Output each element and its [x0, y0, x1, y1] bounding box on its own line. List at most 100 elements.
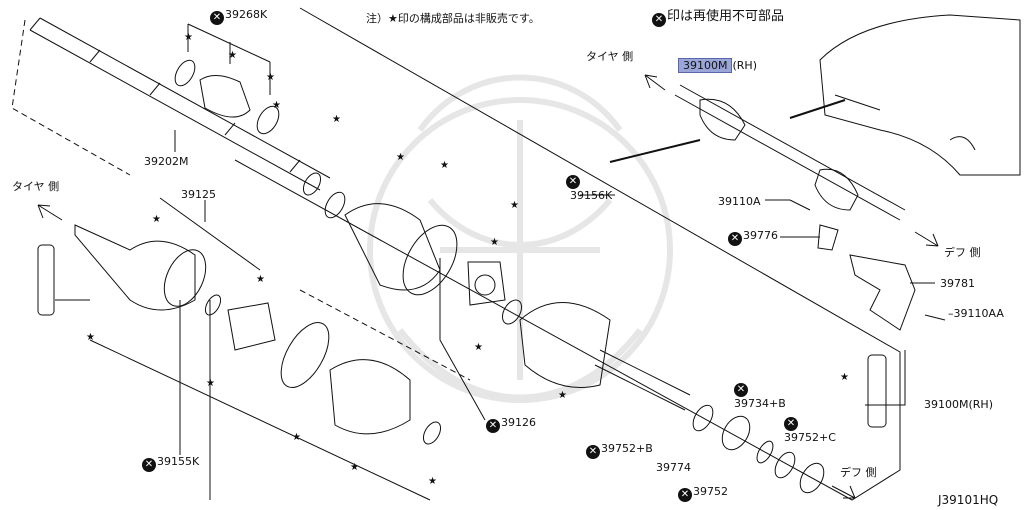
boot-large-upper [344, 203, 441, 291]
arrow-direction [609, 99, 846, 163]
svg-text:★: ★ [86, 332, 95, 343]
bracket-39781 [849, 254, 916, 331]
svg-text:★: ★ [184, 32, 193, 43]
leader-39155K [55, 299, 431, 501]
x-circle-icon: ✕ [728, 232, 742, 246]
svg-text:★: ★ [350, 462, 359, 473]
vehicle-outline [819, 14, 1021, 176]
part-label-39734B[interactable]: ✕39734+B [734, 383, 786, 410]
part-label-39776[interactable]: ✕39776 [728, 229, 778, 246]
svg-text:★: ★ [206, 378, 215, 389]
assembled-boot-b [814, 168, 859, 211]
part-label-39110A[interactable]: 39110A [718, 195, 761, 208]
seal-39752B [692, 404, 714, 432]
star-note: 注）★印の構成部品は非販売です。 [366, 12, 540, 25]
svg-text:★: ★ [272, 100, 281, 111]
direction-diff-bottom: デフ 側 [840, 466, 877, 479]
svg-text:★: ★ [396, 152, 405, 163]
shaft-39202M [29, 17, 331, 196]
part-label-39774[interactable]: 39774 [656, 461, 691, 474]
leader-dash: – [948, 307, 954, 320]
dashed-outline [11, 19, 131, 176]
svg-text:★: ★ [228, 50, 237, 61]
part-label-39268K[interactable]: ✕39268K [210, 8, 267, 25]
outer-joint-face [163, 249, 207, 307]
svg-text:★: ★ [840, 372, 849, 383]
x-circle-icon: ✕ [566, 175, 580, 189]
leader-39125 [159, 197, 261, 271]
svg-text:★: ★ [558, 390, 567, 401]
direction-tire-top: タイヤ 側 [586, 50, 634, 63]
assembled-shaft [674, 84, 906, 221]
panel-outline [234, 7, 901, 501]
clip-39268K-a [174, 59, 196, 87]
x-circle-icon: ✕ [734, 383, 748, 397]
svg-text:★: ★ [490, 237, 499, 248]
circlip [204, 294, 222, 316]
roller [474, 274, 496, 296]
leader-39268K [187, 23, 271, 95]
part-label-39752C[interactable]: ✕39752+C [784, 417, 836, 444]
seal-39752 [774, 451, 796, 479]
tripod-spider [467, 261, 506, 306]
x-circle-icon: ✕ [586, 445, 600, 459]
leader-lines-bracket [765, 199, 935, 284]
ring-39734B [756, 440, 774, 464]
direction-diff-right: デフ 側 [944, 246, 981, 259]
svg-text:★: ★ [332, 114, 341, 125]
watermark-emblem [367, 74, 673, 403]
part-label-39125[interactable]: 39125 [181, 188, 216, 201]
vehicle-headlight [834, 94, 976, 151]
highlight-box: 39100M [678, 58, 733, 73]
leader-39100M [865, 350, 906, 406]
dashed-outline-lower [299, 289, 471, 381]
grease-tube-left [37, 244, 55, 316]
svg-text:★: ★ [474, 342, 483, 353]
part-label-39100M-rh[interactable]: 39100M(RH) [924, 398, 993, 411]
x-circle-icon: ✕ [142, 458, 156, 472]
svg-text:★: ★ [256, 274, 265, 285]
snap-ring [502, 299, 522, 325]
part-label-39110AA[interactable]: –39110AA [948, 307, 1004, 320]
seal-39752C [799, 462, 825, 494]
ring-shaft-end [324, 191, 346, 219]
part-label-39202M[interactable]: 39202M [144, 155, 189, 168]
part-label-39126[interactable]: ✕39126 [486, 416, 536, 433]
boot-small [199, 75, 251, 118]
arrow-tire-top [644, 74, 666, 91]
small-clip-lower [422, 421, 442, 445]
svg-text:★: ★ [440, 160, 449, 171]
arrow-tire-left [37, 204, 63, 221]
part-label-39156K[interactable]: ✕39156K [566, 172, 612, 202]
part-label-39752B[interactable]: ✕39752+B [586, 442, 653, 459]
x-circle-icon: ✕ [486, 419, 500, 433]
svg-text:★: ★ [266, 72, 275, 83]
bearing-39774 [721, 415, 751, 451]
band-lower [280, 322, 330, 388]
x-circle-icon: ✕ [678, 488, 692, 502]
x-note-text: 印は再使用不可部品 [667, 9, 785, 24]
bolt-39110AA [924, 314, 946, 321]
svg-text:★: ★ [152, 214, 161, 225]
assembled-boot-a [699, 98, 746, 141]
boot-lower [329, 359, 411, 435]
part-label-39781[interactable]: 39781 [940, 277, 975, 290]
diagram-code: J39101HQ [938, 493, 999, 507]
part-label-39155K[interactable]: ✕39155K [142, 455, 199, 472]
x-note: ✕印は再使用不可部品 [652, 10, 784, 27]
cage [227, 302, 276, 351]
svg-text:★: ★ [510, 200, 519, 211]
arrow-diff-right [914, 231, 939, 247]
leader-39126 [439, 258, 486, 421]
part-label-39752[interactable]: ✕39752 [678, 485, 728, 502]
direction-tire-left: タイヤ 側 [12, 180, 60, 193]
bolt-39110A [789, 199, 811, 211]
grease-tube-right [867, 354, 887, 428]
part-label-39100M-highlight[interactable]: 39100M(RH) [678, 58, 757, 73]
svg-text:★: ★ [428, 476, 437, 487]
x-circle-icon: ✕ [784, 417, 798, 431]
band-large [402, 224, 458, 296]
outer-joint-39125 [74, 224, 196, 311]
stub-shaft [594, 349, 691, 411]
x-circle-icon: ✕ [652, 13, 666, 27]
